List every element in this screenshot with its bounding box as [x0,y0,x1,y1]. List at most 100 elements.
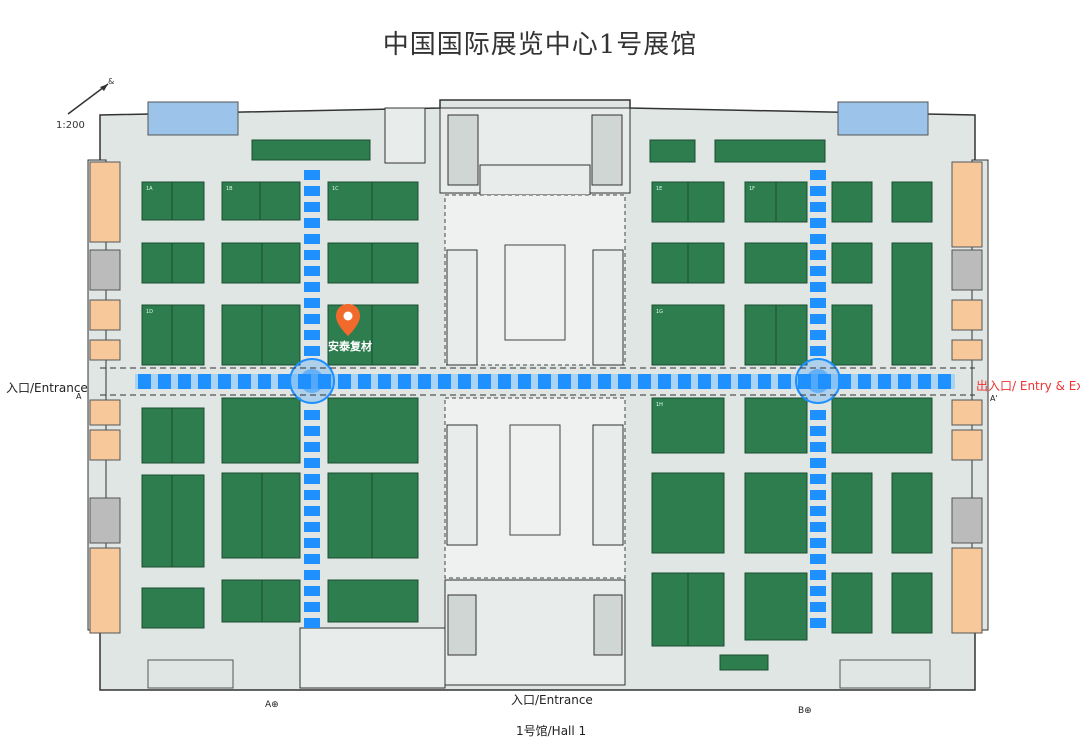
aisle-dash [810,346,826,356]
aisle-dash [278,374,291,389]
booth-label: 1G [656,309,663,315]
booth-label: 1C [332,186,339,192]
aisle-dash [238,374,251,389]
aisle-dash [398,374,411,389]
entrance-right-code: A' [990,394,998,403]
aisle-dash [858,374,871,389]
aisle-dash [304,218,320,228]
door-a-label: A⊕ [265,700,279,710]
aisle-dash [304,602,320,612]
hall-label: 1号馆/Hall 1 [516,724,587,738]
restroom [837,101,929,136]
aisle-dash [678,374,691,389]
aisle-dash [178,374,191,389]
aisle-dash [558,374,571,389]
aisle-dash [304,586,320,596]
booth-label: 1A [146,186,153,192]
aisle-dash [304,538,320,548]
door-b-label: B⊕ [798,706,812,716]
aisle-dash [438,374,451,389]
aisle-dash [810,554,826,564]
aisle-dash [810,490,826,500]
aisle-dash [304,426,320,436]
aisle-dash [810,570,826,580]
aisle-dash [304,618,320,628]
aisle-dash [778,374,791,389]
aisle-dash [810,586,826,596]
aisle-dash [810,474,826,484]
aisle-dash [304,410,320,420]
aisle-dash [810,234,826,244]
aisle-dash [810,618,826,628]
aisle-dash [810,442,826,452]
aisle-dash [658,374,671,389]
aisle-dash [304,490,320,500]
aisle-dash [218,374,231,389]
aisle-dash [810,250,826,260]
aisle-dash [138,374,151,389]
aisle-dash [304,506,320,516]
aisle-dash [598,374,611,389]
aisle-dash [304,458,320,468]
booth-label: 1F [749,186,755,192]
aisle-dash [898,374,911,389]
aisle-vertical-left [304,170,320,628]
booth-label: 1B [226,186,233,192]
aisle-vertical-right [810,170,826,628]
aisle-dash [810,298,826,308]
north-label: & [108,78,114,86]
aisle-dash [304,442,320,452]
aisle-dash [810,426,826,436]
aisle-dash [810,266,826,276]
booth-label: 1H [656,402,663,408]
aisle-dash [304,570,320,580]
aisle-dash [718,374,731,389]
aisle-dash [810,218,826,228]
map-title: 中国国际展览中心1号展馆 [382,30,698,60]
north-arrow-icon: & [67,78,114,115]
aisle-dash [304,186,320,196]
aisle-dash [810,170,826,180]
aisle-dash [838,374,851,389]
aisle-dash [418,374,431,389]
aisle-dash [810,282,826,292]
booth-label: 1D [146,309,153,315]
aisle-dash [304,474,320,484]
aisle-dash [810,186,826,196]
aisle-dash [304,282,320,292]
marker-label: 安泰复材 [328,339,372,353]
aisle-dash [304,170,320,180]
aisle-dash [458,374,471,389]
entrance-left-label: 入口/Entrance [6,381,88,395]
aisle-dash [938,374,951,389]
aisle-dash [810,522,826,532]
service-room [89,161,121,243]
aisle-dash [304,330,320,340]
aisle-dash [618,374,631,389]
aisle-dash [304,266,320,276]
aisle-dash [338,374,351,389]
aisle-dash [378,374,391,389]
aisle-dash [878,374,891,389]
aisle-dash [538,374,551,389]
aisle-dash [810,458,826,468]
location-pin-icon[interactable]: 安泰复材 [328,304,372,353]
aisle-dash [810,506,826,516]
aisle-dash [304,250,320,260]
booth-label: 1E [656,186,662,192]
entrance-bottom-label: 入口/Entrance [511,693,593,707]
aisle-dash [578,374,591,389]
aisle-dash [810,202,826,212]
aisle-dash [304,234,320,244]
aisle-dash [304,522,320,532]
aisle-dash [810,410,826,420]
aisle-dash [304,314,320,324]
aisle-dash [810,314,826,324]
aisle-dash [358,374,371,389]
aisle-dash [198,374,211,389]
aisle-dash [810,538,826,548]
aisle-dash [518,374,531,389]
aisle-dash [304,346,320,356]
aisle-dash [698,374,711,389]
